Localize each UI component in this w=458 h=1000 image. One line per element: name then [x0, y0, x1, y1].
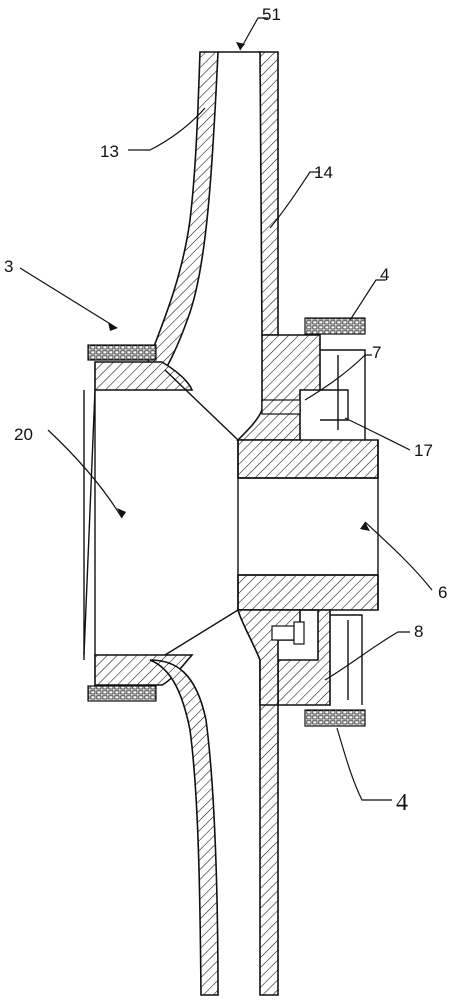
leader-20 — [47, 429, 123, 519]
leader-7 — [304, 354, 372, 401]
leader-17 — [344, 417, 411, 451]
callout-4-bottom: 4 — [396, 790, 408, 816]
bolt-upper — [261, 399, 301, 415]
back-plate-upper — [259, 51, 279, 336]
leader-14 — [269, 171, 320, 229]
callout-14: 14 — [314, 163, 333, 182]
wear-ring-back-lower — [304, 709, 366, 727]
leader-4-top — [349, 279, 386, 321]
callout-3: 3 — [4, 257, 13, 276]
callout-4-top: 4 — [380, 265, 389, 284]
hub-sleeve-upper — [237, 439, 379, 479]
callout-6: 6 — [438, 583, 447, 602]
front-shroud-lower — [149, 659, 219, 996]
callout-8: 8 — [414, 622, 423, 641]
leader-8 — [324, 631, 410, 681]
front-shroud-upper — [146, 51, 219, 372]
front-hub-block-upper — [94, 361, 194, 391]
leader-6 — [364, 521, 433, 591]
back-hub-upper — [261, 334, 321, 411]
wear-ring-back-upper — [304, 317, 366, 335]
callout-17: 17 — [414, 441, 433, 460]
wear-ring-front-upper — [87, 344, 157, 361]
leader-13 — [128, 107, 206, 151]
wear-ring-front-lower — [87, 685, 157, 702]
bolt-lower — [271, 625, 295, 641]
leader-4-bottom — [336, 727, 392, 801]
callout-7: 7 — [372, 343, 381, 362]
leader-51 — [239, 17, 268, 51]
callout-20: 20 — [14, 425, 33, 444]
leader-3 — [19, 267, 113, 326]
callout-13: 13 — [100, 142, 119, 161]
callout-51: 51 — [262, 5, 281, 24]
hub-sleeve-lower — [237, 574, 379, 611]
back-plate-lower — [259, 659, 279, 996]
